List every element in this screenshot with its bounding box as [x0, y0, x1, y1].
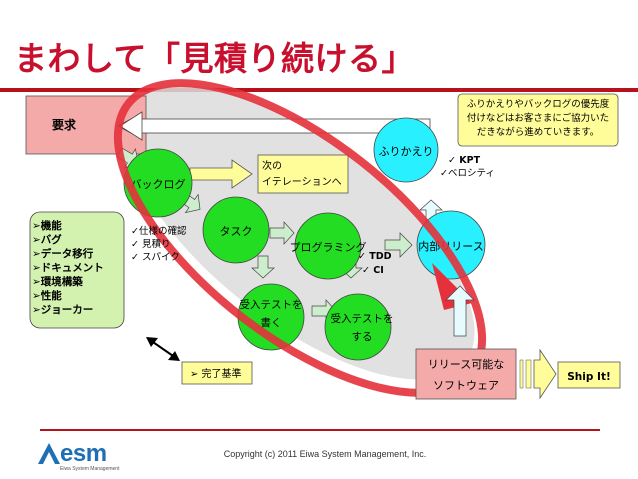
dev-note: ✓ CI — [362, 265, 384, 276]
requirement-item: ➢バグ — [32, 233, 62, 246]
next-iteration-line: イテレーションへ — [262, 177, 342, 188]
info-callout — [457, 93, 619, 147]
requirement-item: ➢ジョーカー — [32, 304, 93, 316]
backlog-note: ✓ スパイク — [131, 252, 180, 263]
release-up-arrow — [445, 285, 475, 337]
programming-label: プログラミング — [290, 240, 367, 254]
requirement-item: ➢データ移行 — [32, 247, 94, 260]
ship-it-label: Ship It! — [567, 371, 611, 383]
releasable-line: ソフトウェア — [433, 379, 499, 392]
dev-note: ✓ TDD — [358, 251, 392, 262]
ship-arrow-stripe — [519, 359, 524, 389]
esm-logo-icon — [38, 443, 60, 464]
releasable-line: リリース可能な — [428, 357, 504, 371]
next-iteration-box — [257, 154, 349, 194]
write-test-label: 受入テストを — [240, 299, 303, 311]
ship-it-box — [557, 361, 621, 389]
flow-arrow — [384, 232, 413, 258]
backlog-note: ✓仕様の確認 — [131, 225, 187, 237]
slide-title: まわして「見積り続ける」 — [14, 39, 416, 78]
requirement-item: ➢機能 — [32, 219, 62, 232]
retro-label: ふりかえり — [379, 145, 434, 158]
backlog-label: バックログ — [131, 177, 186, 191]
retro-circle — [373, 117, 439, 183]
next-iteration-arrow — [189, 159, 253, 189]
requirement-item: ➢性能 — [32, 289, 62, 302]
write-test-label: 書く — [261, 316, 282, 329]
programming-circle — [294, 212, 362, 280]
retro-note: ✓ベロシティ — [440, 168, 495, 179]
requirements-list-box — [29, 211, 125, 329]
requirement-item: ➢環境構築 — [32, 275, 83, 288]
task-label: タスク — [220, 225, 253, 238]
ship-arrow-stripe — [525, 359, 532, 389]
releasable-box — [415, 348, 517, 400]
callout-line: だきながら進めていきます。 — [477, 126, 600, 138]
logo-name: esm — [60, 440, 107, 467]
backlog-note: ✓ 見積り — [131, 238, 170, 250]
task-circle — [202, 196, 270, 264]
next-iteration-line: 次の — [262, 159, 282, 172]
done-criteria-link — [149, 339, 177, 359]
copyright-text: Copyright (c) 2011 Eiwa System Managemen… — [223, 449, 427, 459]
flow-arrow — [269, 221, 295, 245]
done-criteria-label: ➢ 完了基準 — [190, 367, 242, 380]
do-test-circle — [324, 293, 392, 361]
callout-line: 付けなどはお客さまにご協力いた — [467, 112, 609, 124]
done-criteria-box — [181, 361, 253, 385]
footer-rule — [40, 429, 600, 431]
title-rule — [0, 88, 638, 92]
requirement-item: ➢ドキュメント — [32, 262, 104, 274]
flow-arrow — [251, 255, 275, 279]
do-test-label: する — [352, 331, 373, 343]
retro-note: ✓ KPT — [448, 155, 481, 166]
feedback-arrow-head — [119, 111, 143, 141]
requirements-label: 要求 — [52, 117, 77, 132]
ship-arrow — [533, 348, 557, 400]
callout-line: ふりかえりやバックログの優先度 — [467, 98, 610, 110]
logo-subtitle: Eiwa System Management — [60, 466, 120, 472]
internal-release-label: 内部リリース — [418, 239, 483, 253]
do-test-label: 受入テストを — [331, 313, 394, 325]
